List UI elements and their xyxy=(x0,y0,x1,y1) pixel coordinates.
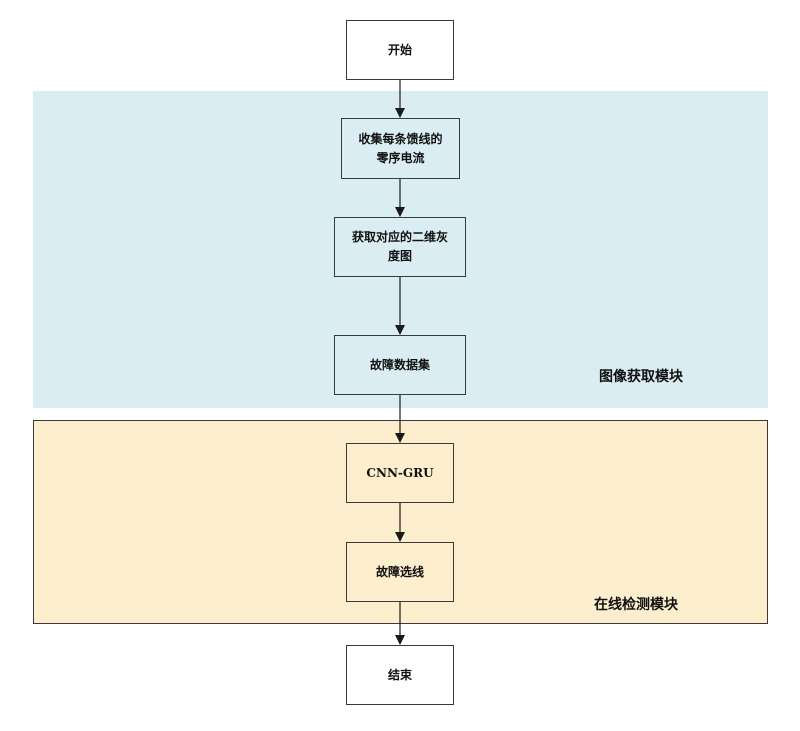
image-acquisition-label: 图像获取模块 xyxy=(599,369,683,385)
start-node-label: 开始 xyxy=(387,42,412,57)
fault-dataset-label: 故障数据集 xyxy=(369,357,430,372)
start-node: 开始 xyxy=(346,20,454,80)
collect-current-node: 收集每条馈线的 零序电流 xyxy=(341,118,460,179)
cnn-gru-node: CNN-GRU xyxy=(346,443,454,503)
grayscale-image-label-line1: 获取对应的二维灰 xyxy=(351,230,448,244)
fault-line-selection-label: 故障选线 xyxy=(375,564,424,579)
fault-dataset-node: 故障数据集 xyxy=(334,335,466,395)
grayscale-image-node: 获取对应的二维灰 度图 xyxy=(334,217,466,277)
end-node-label: 结束 xyxy=(387,667,412,682)
online-detection-label: 在线检测模块 xyxy=(594,597,678,613)
end-node: 结束 xyxy=(346,645,454,705)
collect-current-label-line1: 收集每条馈线的 xyxy=(358,131,443,146)
fault-line-selection-node: 故障选线 xyxy=(346,542,454,602)
collect-current-label-line2: 零序电流 xyxy=(376,150,425,165)
grayscale-image-label-line2: 度图 xyxy=(387,249,412,263)
cnn-gru-label: CNN-GRU xyxy=(366,465,434,480)
